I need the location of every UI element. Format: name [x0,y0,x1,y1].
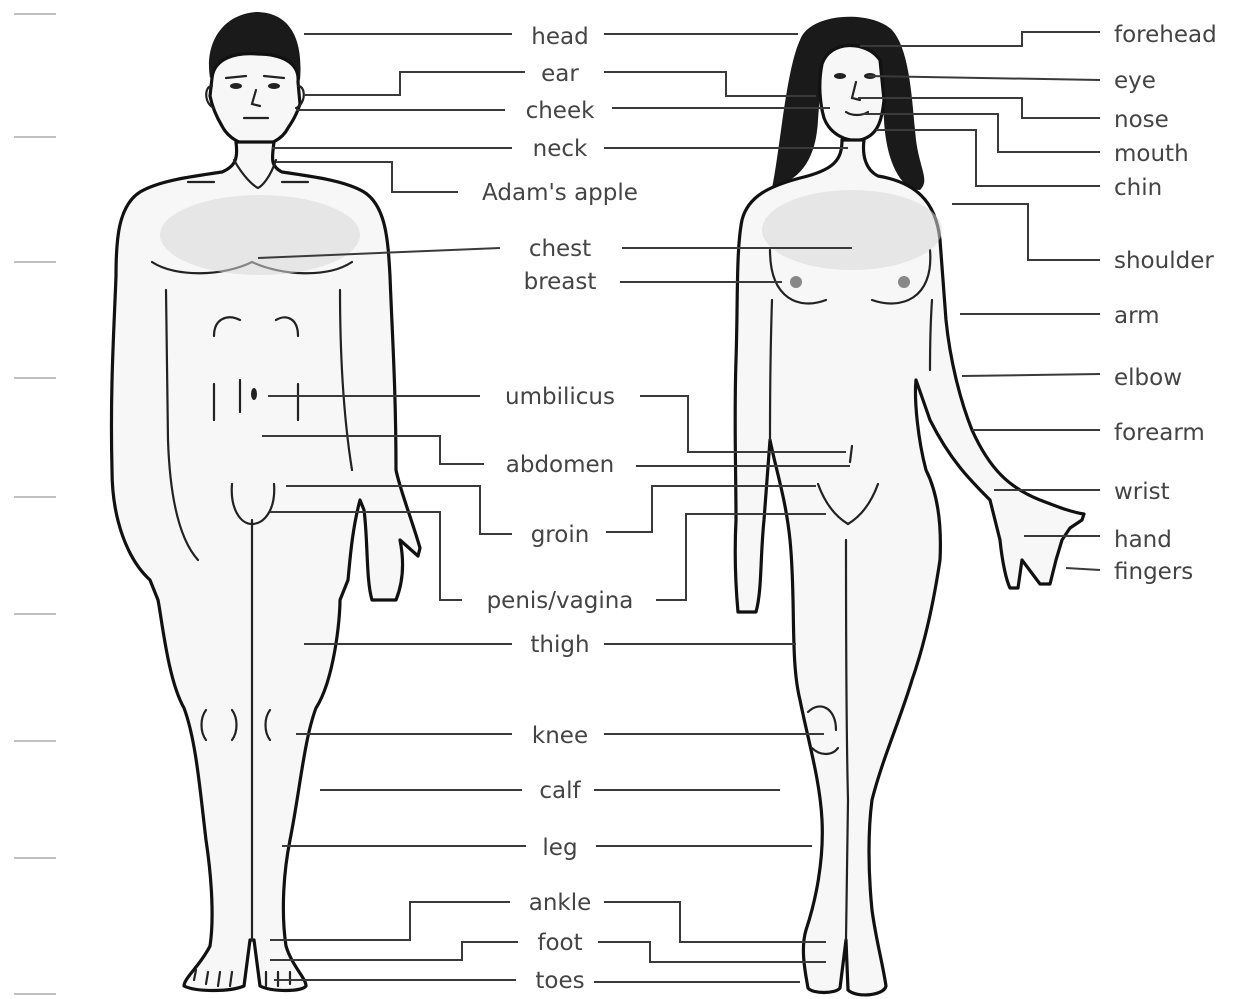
label-chin: chin [1114,175,1162,201]
label-calf: calf [539,778,581,804]
label-ankle: ankle [529,890,592,916]
label-fingers: fingers [1114,559,1193,585]
female-eye-left [834,73,846,79]
female-breast-left [790,276,802,288]
label-adams-apple: Adam's apple [482,180,638,206]
label-wrist: wrist [1114,479,1170,505]
label-neck: neck [533,136,588,162]
label-foot: foot [537,930,582,956]
male-navel [251,388,257,400]
label-groin: groin [531,522,590,548]
label-forearm: forearm [1114,420,1205,446]
male-shading [160,195,360,275]
female-head [820,45,884,140]
label-forehead: forehead [1114,22,1217,48]
label-ear: ear [541,61,579,87]
female-breast-right [898,276,910,288]
label-umbilicus: umbilicus [505,384,615,410]
male-eye-right [268,83,280,89]
male-eye-left [230,83,242,89]
right-labels: forehead eye nose mouth chin shoulder ar… [1114,22,1217,585]
label-knee: knee [532,723,588,749]
female-figure [735,17,1084,995]
male-head [210,54,300,146]
label-abdomen: abdomen [506,452,615,478]
label-mouth: mouth [1114,141,1189,167]
label-leg: leg [542,835,577,861]
label-breast: breast [524,269,597,295]
label-penis-vagina: penis/vagina [487,588,634,614]
female-shading [762,190,942,270]
male-figure [111,12,420,991]
label-hand: hand [1114,527,1172,553]
label-chest: chest [529,236,591,262]
label-arm: arm [1114,303,1160,329]
label-cheek: cheek [526,98,596,124]
label-elbow: elbow [1114,365,1182,391]
label-head: head [531,24,588,50]
label-shoulder: shoulder [1114,248,1214,274]
label-thigh: thigh [530,632,589,658]
female-body-outline [735,140,1084,995]
label-eye: eye [1114,68,1156,94]
center-labels: head ear cheek neck Adam's apple chest b… [482,24,638,994]
label-toes: toes [535,968,584,994]
label-nose: nose [1114,107,1169,133]
answer-blank-ticks [14,14,56,994]
